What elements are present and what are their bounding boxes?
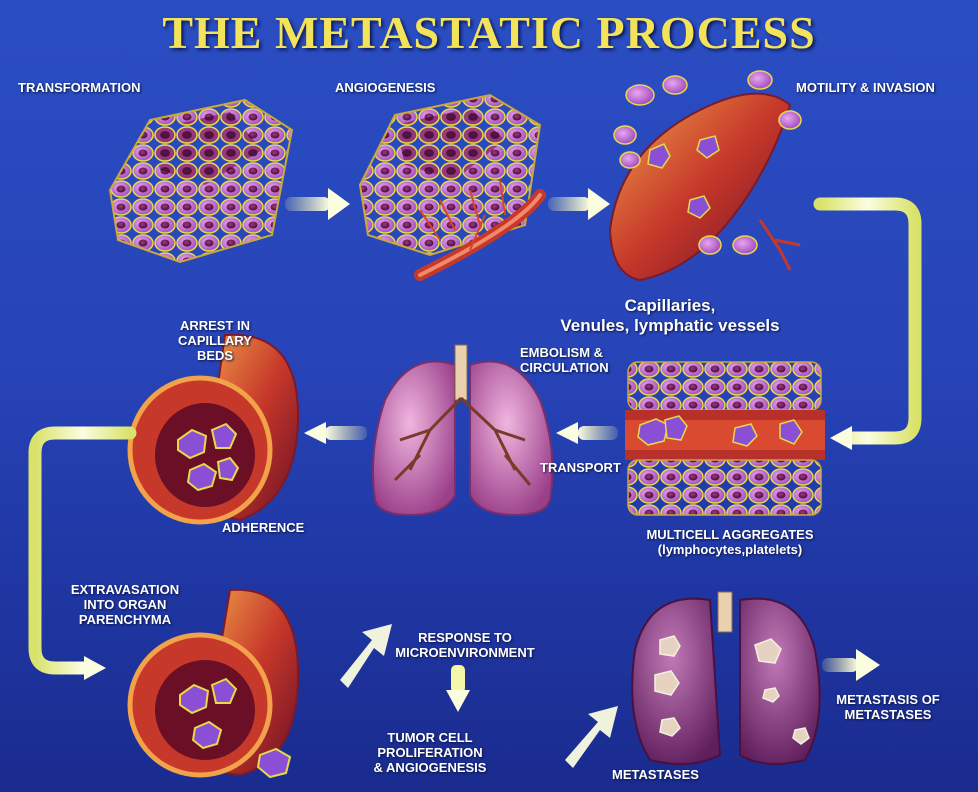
label-adherence: ADHERENCE [222, 520, 304, 535]
label-capillaries-line1: Capillaries, [540, 296, 800, 316]
arrow-angiogenesis-to-motility [548, 188, 610, 220]
label-arrest-line3: BEDS [150, 348, 280, 363]
label-extravasation-line3: PARENCHYMA [50, 612, 200, 627]
label-transformation: TRANSFORMATION [18, 80, 141, 95]
label-angiogenesis: ANGIOGENESIS [335, 80, 435, 95]
label-embolism-line1: EMBOLISM & [520, 345, 609, 360]
arrow-lung-to-arrest [304, 422, 367, 444]
label-tumor-cell-proliferation: TUMOR CELL PROLIFERATION & ANGIOGENESIS [365, 730, 495, 775]
label-tumor-line3: & ANGIOGENESIS [365, 760, 495, 775]
label-metastases: METASTASES [612, 767, 699, 782]
arrow-transformation-to-angiogenesis [285, 188, 350, 220]
label-multicell-line2: (lymphocytes,platelets) [620, 542, 840, 557]
metastases-lungs [632, 592, 820, 764]
label-response-line1: RESPONSE TO [380, 630, 550, 645]
label-multicell-line1: MULTICELL AGGREGATES [620, 527, 840, 542]
invasion-vessel [610, 71, 801, 280]
label-multicell-aggregates: MULTICELL AGGREGATES (lymphocytes,platel… [620, 527, 840, 557]
arrow-metastasis-of-metastases [822, 649, 880, 681]
transformation-tissue [110, 100, 292, 262]
arrow-transport-to-lung [556, 422, 618, 444]
label-arrest-capillary-beds: ARREST IN CAPILLARY BEDS [150, 318, 280, 363]
label-response-line2: MICROENVIRONMENT [380, 645, 550, 660]
arrow-proliferation-to-metastases [565, 706, 618, 768]
arrow-motility-to-transport [820, 204, 915, 450]
label-tumor-line2: PROLIFERATION [365, 745, 495, 760]
label-metastasis-of-line1: METASTASIS OF [818, 692, 958, 707]
label-metastasis-of-metastases: METASTASIS OF METASTASES [818, 692, 958, 722]
label-transport: TRANSPORT [540, 460, 621, 475]
label-arrest-line2: CAPILLARY [150, 333, 280, 348]
arrow-response-to-proliferation [446, 665, 470, 712]
label-motility-invasion: MOTILITY & INVASION [796, 80, 935, 95]
arrow-arrest-to-extravasation [35, 433, 130, 680]
label-extravasation: EXTRAVASATION INTO ORGAN PARENCHYMA [50, 582, 200, 627]
label-capillaries-line2: Venules, lymphatic vessels [540, 316, 800, 336]
label-extravasation-line2: INTO ORGAN [50, 597, 200, 612]
label-capillaries: Capillaries, Venules, lymphatic vessels [540, 296, 800, 336]
transport-vessel [625, 362, 825, 515]
label-embolism-line2: CIRCULATION [520, 360, 609, 375]
label-response-microenvironment: RESPONSE TO MICROENVIRONMENT [380, 630, 550, 660]
angiogenesis-tissue [360, 95, 540, 275]
diagram-title: THE METASTATIC PROCESS [0, 6, 978, 59]
label-arrest-line1: ARREST IN [150, 318, 280, 333]
label-embolism-circulation: EMBOLISM & CIRCULATION [520, 345, 609, 375]
label-extravasation-line1: EXTRAVASATION [50, 582, 200, 597]
label-metastasis-of-line2: METASTASES [818, 707, 958, 722]
label-tumor-line1: TUMOR CELL [365, 730, 495, 745]
